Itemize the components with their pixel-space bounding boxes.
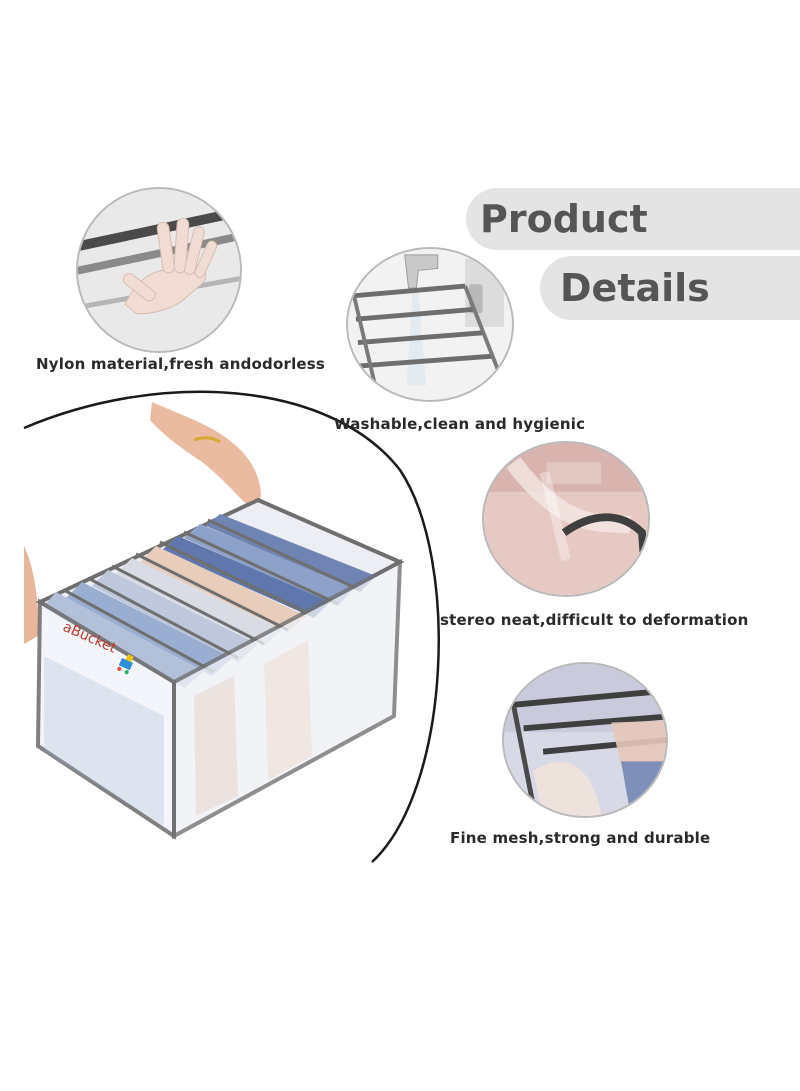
brand-cart-icon <box>117 654 134 675</box>
feature-mesh-image <box>502 662 668 818</box>
product-organizer-image: aBucket <box>24 402 405 840</box>
feature-caption-washable: Washable,clean and hygienic <box>334 415 586 433</box>
feature-edge-image <box>482 441 650 597</box>
feature-washing-image <box>346 247 514 402</box>
details-title-pill: Details <box>540 256 800 320</box>
product-title-pill: Product <box>466 188 800 250</box>
feature-caption-nylon: Nylon material,fresh andodorless <box>36 355 326 373</box>
product-title-text: Product <box>480 197 648 241</box>
feature-caption-stereo: stereo neat,difficult to deformation <box>440 611 749 629</box>
feature-hand-mesh-image <box>76 187 242 353</box>
feature-caption-mesh: Fine mesh,strong and durable <box>450 829 711 847</box>
details-title-text: Details <box>560 266 710 310</box>
